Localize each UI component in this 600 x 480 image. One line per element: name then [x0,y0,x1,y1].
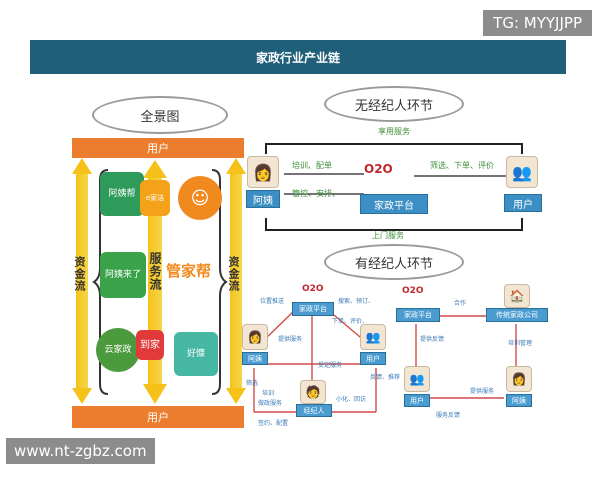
company-auntie-icon: 👩 [506,366,532,392]
lbl-filter: 筛选 [246,380,259,387]
page-title: 家政行业产业链 [30,40,566,74]
top-user-node: 用户 [504,194,542,212]
app-daojia: 到家 [136,330,164,360]
top-left-label-2: 管控、安排、 [292,189,340,198]
top-right-label: 筛选、下单、评价 [430,161,494,170]
lbl-training-mgmt: 培训管理 [508,340,533,347]
auntie-avatar-icon: 👩 [247,156,279,188]
lbl-provide-feedback: 提供反馈 [420,336,445,343]
lbl-booked-service: 受定服务 [318,362,343,369]
lbl-search-book: 搜索、预订、 [338,298,375,305]
app-guanjiabang-icon: ☺ [178,176,222,220]
watermark-tg: TG: MYYJJPP [483,10,592,36]
bottom-user-bar: 用户 [72,406,244,428]
app-guanjiabang-label: 管家帮 [166,262,212,280]
user-avatar-icon: 👥 [506,156,538,188]
lbl-position-push: 位置推送 [260,298,285,305]
no-broker-title: 无经纪人环节 [324,86,464,122]
top-platform-node: 家政平台 [360,194,428,214]
service-flow: 服务流 [148,252,162,291]
lbl-callback: 小化、回访 [336,396,367,403]
lbl-provide-service: 提供服务 [278,336,303,343]
top-o2o-logo: O2O [364,162,393,176]
lbl-feedback-recommend: 反馈、推荐 [370,374,401,381]
service-enjoy-label: 享用服务 [378,127,410,136]
company-icon: 🏠 [504,284,530,308]
top-auntie-node: 阿姨 [246,190,280,208]
broker-diagram-lines [253,309,377,413]
top-user-bar: 用户 [72,138,244,158]
lbl-cooperate: 合作 [454,300,467,307]
lbl-provide-service-2: 提供服务 [470,388,495,395]
right-funds-flow: 资金流 [227,256,240,292]
lbl-order-review: 下单、评价、 [332,318,369,325]
broker-auntie-icon: 👩 [242,324,268,350]
app-haokang: 好慷 [174,332,218,376]
broker-platform-node: 家政平台 [292,302,334,316]
company-o2o-logo: O2O [402,286,424,296]
lbl-train: 培训 [262,390,275,397]
app-ayilaile: 阿姨来了 [100,252,146,298]
lbl-sign-config: 签约、配置 [258,420,289,427]
broker-user-icon: 👥 [360,324,386,350]
broker-agent-icon: 🧑 [300,380,326,404]
company-platform-node: 家政平台 [396,308,440,322]
top-diagram-lines [265,143,523,231]
service-door-label: 上门服务 [372,231,404,240]
company-user-node: 用户 [404,394,430,407]
company-node: 传统家政公司 [486,308,548,322]
broker-agent-node: 经纪人 [296,404,332,417]
left-funds-flow: 资金流 [73,256,86,292]
broker-auntie-node: 阿姨 [242,352,268,365]
app-ejiajie: e家洁 [140,180,170,216]
company-auntie-node: 阿姨 [506,394,532,407]
panorama-title: 全景图 [92,96,228,134]
app-ayibang: 阿姨帮 [100,172,144,216]
broker-o2o-logo: O2O [302,284,324,294]
top-left-label-1: 培训、配单 [292,161,332,170]
lbl-home-service: 做政服务 [258,400,283,407]
watermark-url: www.nt-zgbz.com [6,438,155,464]
broker-user-node: 用户 [360,352,386,365]
with-broker-title: 有经纪人环节 [324,244,464,280]
lbl-service-feedback: 服务反馈 [436,412,461,419]
app-yunjiazheng: 云家政 [96,328,140,372]
company-user-icon: 👥 [404,366,430,392]
